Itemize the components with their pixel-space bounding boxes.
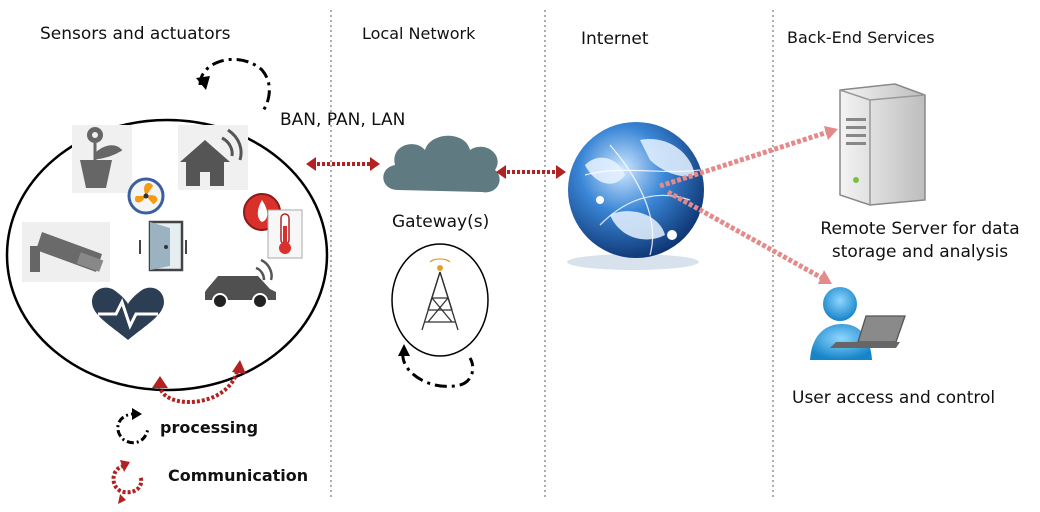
globe-icon: [567, 122, 704, 270]
home-wifi-icon: [178, 125, 248, 190]
radio-tower-icon: [421, 258, 459, 331]
legend-processing-icon: [116, 412, 150, 445]
column-title-sensors: Sensors and actuators: [40, 24, 231, 44]
link-internet-user: [666, 189, 824, 281]
server-icon: [839, 83, 926, 206]
processing-loop-top: [198, 57, 271, 113]
communication-loop-bottom: [158, 367, 240, 404]
column-title-back-end: Back-End Services: [787, 28, 935, 47]
surveillance-camera-icon: [22, 222, 110, 282]
legend-processing-label: processing: [160, 418, 259, 437]
cloud-icon: [383, 135, 500, 193]
fan-icon: [127, 177, 165, 215]
connected-car-icon: [205, 258, 276, 309]
heart-rate-icon: [92, 287, 164, 340]
door-sensor-icon: [139, 220, 187, 272]
link-internet-server: [659, 129, 829, 189]
gateway-oval: [391, 243, 489, 357]
thermometer-icon: [267, 209, 303, 259]
remote-server-label: Remote Server for data storage and analy…: [820, 219, 1020, 262]
processing-loop-top-arrow: [196, 76, 210, 90]
network-types-label: BAN, PAN, LAN: [280, 110, 406, 130]
legend-communication-icon: [111, 464, 144, 495]
flower-pot-icon: [72, 125, 132, 193]
legend-communication-label: Communication: [168, 466, 309, 485]
user-laptop-icon: [810, 287, 906, 360]
processing-loop-gateway: [401, 351, 475, 388]
gateway-label: Gateway(s): [392, 212, 490, 232]
column-title-local-network: Local Network: [362, 24, 476, 43]
user-access-label: User access and control: [792, 388, 996, 408]
column-title-internet: Internet: [581, 29, 649, 49]
